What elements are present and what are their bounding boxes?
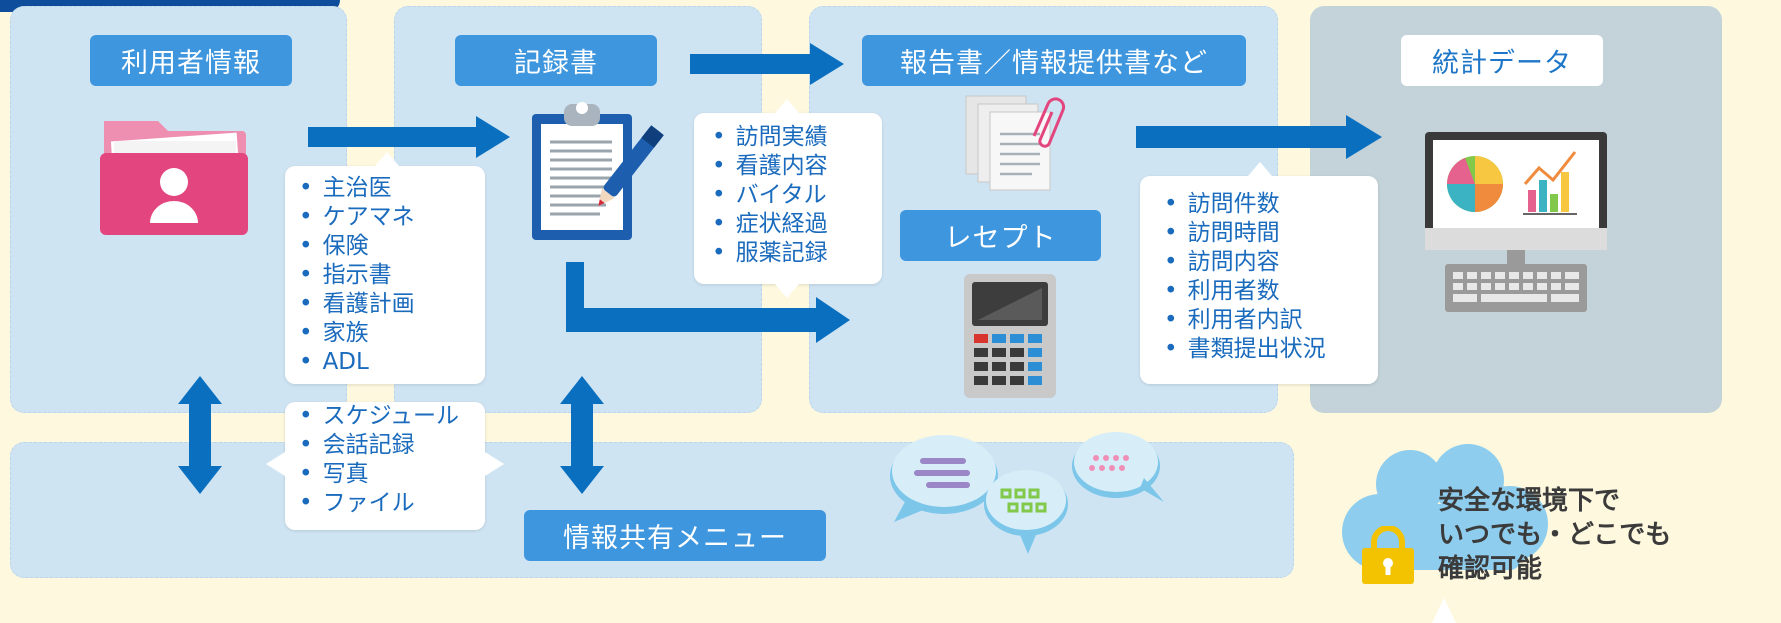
bubble-pointer [775,284,799,298]
header-user-info: 利用者情報 [90,35,292,86]
header-stats: 統計データ [1401,35,1603,86]
cloud-pointer [1432,598,1456,623]
header-receipt: レセプト [900,210,1101,261]
list-item: 症状経過 [712,210,864,239]
record-list-bubble: 訪問実績 看護内容 バイタル 症状経過 服薬記録 [694,113,882,284]
list-item: 保険 [299,232,471,261]
documents-clip-icon [965,95,1066,191]
list-item: 訪問件数 [1164,190,1354,219]
header-reports: 報告書／情報提供書など [862,35,1246,86]
list-item: ファイル [299,489,471,518]
list-item: 服薬記録 [712,239,864,268]
bubble-pointer [775,99,799,113]
list-item: スケジュール [299,402,471,431]
folder-user-icon [100,121,248,235]
arrow-records-to-reports [690,43,844,85]
list-item: ADL [299,348,471,377]
bubble-pointer [485,452,504,476]
calculator-icon [964,274,1056,398]
clipboard-pen-icon [532,102,664,240]
share-list: スケジュール 会話記録 写真 ファイル [299,402,471,518]
list-item: 訪問時間 [1164,219,1354,248]
bubble-pointer [375,152,399,166]
arrow-records-share [560,376,604,494]
record-list: 訪問実績 看護内容 バイタル 症状経過 服薬記録 [712,123,864,268]
arrow-reports-to-stats [1136,115,1382,159]
list-item: 利用者内訳 [1164,306,1354,335]
list-item: バイタル [712,181,864,210]
arrow-records-to-receipt [566,262,850,343]
cloud-line: 確認可能 [1438,554,1543,584]
list-item: ケアマネ [299,203,471,232]
header-records: 記録書 [455,35,657,86]
user-info-list-bubble: 主治医 ケアマネ 保険 指示書 看護計画 家族 ADL [285,166,485,384]
list-item: 利用者数 [1164,277,1354,306]
bubble-pointer [1248,162,1272,176]
list-item: 訪問内容 [1164,248,1354,277]
list-item: 訪問実績 [712,123,864,152]
list-item: 主治医 [299,174,471,203]
list-item: 看護内容 [712,152,864,181]
cloud-line: 安全な環境下で [1438,486,1621,516]
cloud-message: 安全な環境下で いつでも・どこでも 確認可能 [1438,484,1698,586]
list-item: 家族 [299,319,471,348]
bubble-pointer [266,452,285,476]
stats-list-bubble: 訪問件数 訪問時間 訪問内容 利用者数 利用者内訳 書類提出状況 [1140,176,1378,384]
chat-bubbles-icon [890,432,1164,554]
list-item: 看護計画 [299,290,471,319]
arrow-userinfo-share [178,376,222,494]
computer-chart-icon [1425,132,1607,312]
stats-list: 訪問件数 訪問時間 訪問内容 利用者数 利用者内訳 書類提出状況 [1164,190,1354,364]
list-item: 会話記録 [299,431,471,460]
arrow-userinfo-to-records [308,116,510,158]
list-item: 写真 [299,460,471,489]
list-item: 書類提出状況 [1164,335,1354,364]
lock-icon [1362,526,1414,584]
cloud-line: いつでも・どこでも [1438,520,1672,550]
user-info-list: 主治医 ケアマネ 保険 指示書 看護計画 家族 ADL [299,174,471,377]
share-list-bubble: スケジュール 会話記録 写真 ファイル [285,402,485,530]
list-item: 指示書 [299,261,471,290]
header-share-menu: 情報共有メニュー [524,510,826,561]
